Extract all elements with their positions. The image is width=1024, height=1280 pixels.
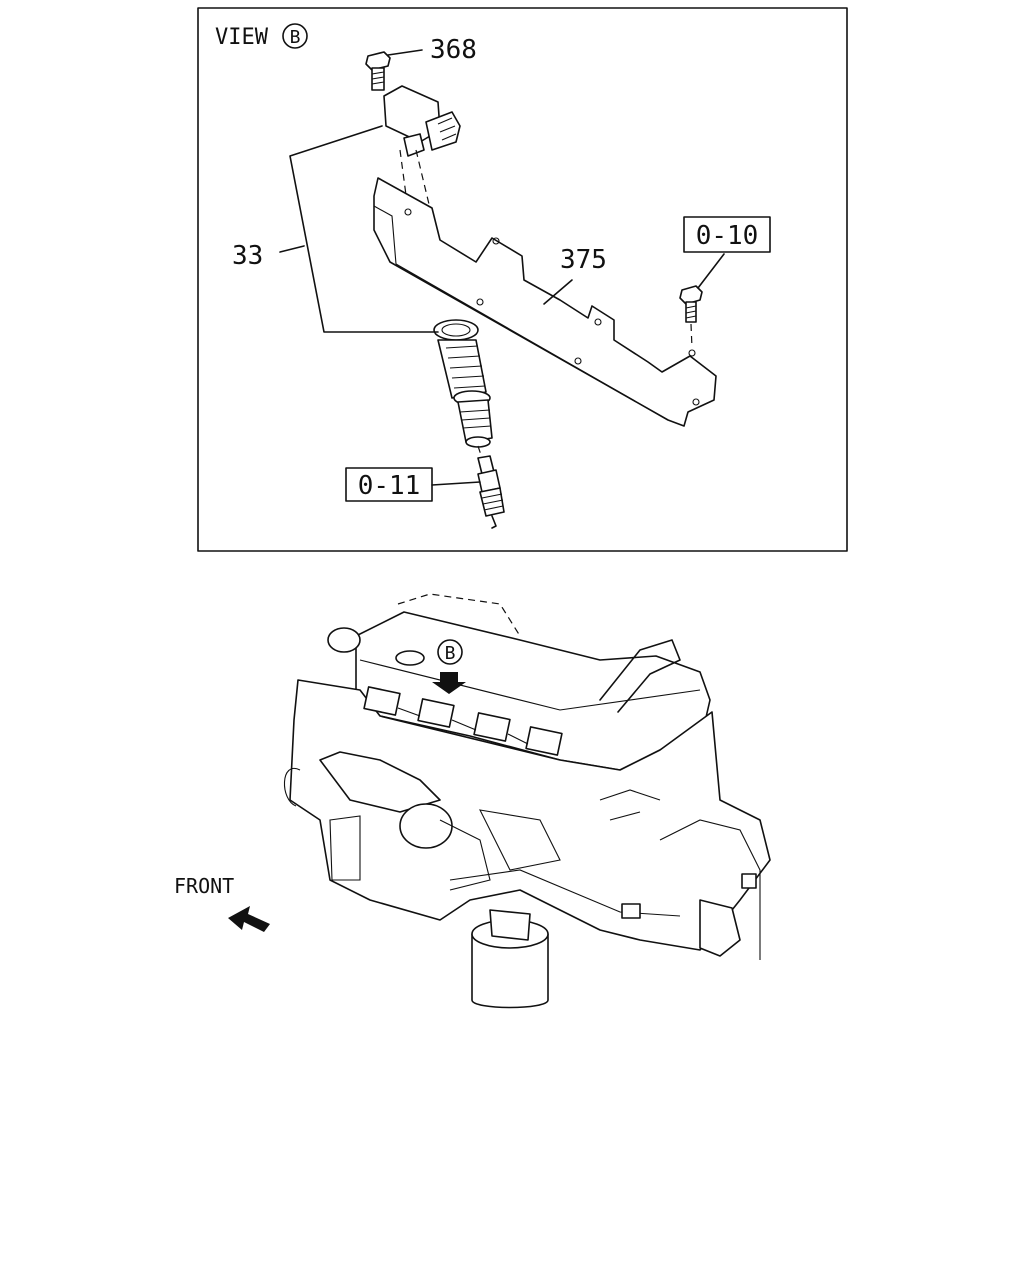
wire-harness	[449, 869, 681, 917]
ref-box-0-11	[345, 467, 433, 502]
engine-coils	[363, 686, 563, 756]
callout-368: 368	[430, 35, 477, 65]
bracket-mid	[479, 809, 561, 871]
guide-line-4	[477, 445, 483, 459]
throttle-body	[399, 803, 453, 849]
engine-overview: B FRONT	[174, 593, 771, 1009]
ref-0-10: 0-10	[696, 221, 759, 251]
connector-2	[741, 873, 757, 889]
block-ribs	[599, 789, 661, 821]
engine-hidden-edge	[397, 593, 521, 637]
bolt-0-10-drawing	[679, 285, 703, 323]
callout-33: 33	[232, 241, 263, 271]
ref-0-11: 0-11	[358, 471, 421, 501]
detail-view-panel: VIEW B 368	[197, 7, 848, 552]
ref-box-0-10	[683, 216, 771, 253]
guide-line-3	[690, 323, 693, 349]
oil-filter	[471, 909, 549, 1009]
starter-motor	[699, 899, 741, 957]
front-label: FRONT	[174, 874, 234, 898]
hose-mid	[439, 819, 491, 891]
spark-plug-drawing	[477, 455, 505, 529]
leader-33	[289, 125, 439, 333]
breather-pipe	[599, 639, 681, 713]
front-arrow	[228, 906, 270, 932]
view-title-circle	[282, 23, 308, 49]
view-marker-circle	[437, 639, 463, 665]
leader-0-11	[431, 481, 481, 486]
intake-runner	[319, 751, 441, 813]
leader-0-10	[697, 253, 725, 289]
view-title-letter: B	[290, 27, 301, 48]
leader-33-tick	[279, 245, 305, 253]
leader-368	[387, 49, 423, 56]
ignition-coil-drawing	[383, 85, 461, 157]
callout-375: 375	[560, 245, 607, 275]
view-arrow	[432, 672, 466, 694]
hose-left	[283, 767, 301, 807]
coil-boot-drawing	[433, 319, 493, 448]
bolt-368-drawing	[365, 51, 391, 91]
wire-right	[659, 819, 761, 960]
engine-block	[289, 679, 771, 951]
view-marker-letter: B	[445, 643, 456, 664]
connector-1	[621, 903, 641, 919]
oil-filler-cap	[395, 650, 425, 666]
block-panel-left	[329, 815, 361, 881]
detail-view-frame	[197, 7, 848, 552]
view-title: VIEW	[215, 25, 269, 50]
coil-bracket-drawing	[373, 177, 717, 427]
leader-375	[543, 279, 573, 305]
cap-left	[327, 627, 361, 653]
